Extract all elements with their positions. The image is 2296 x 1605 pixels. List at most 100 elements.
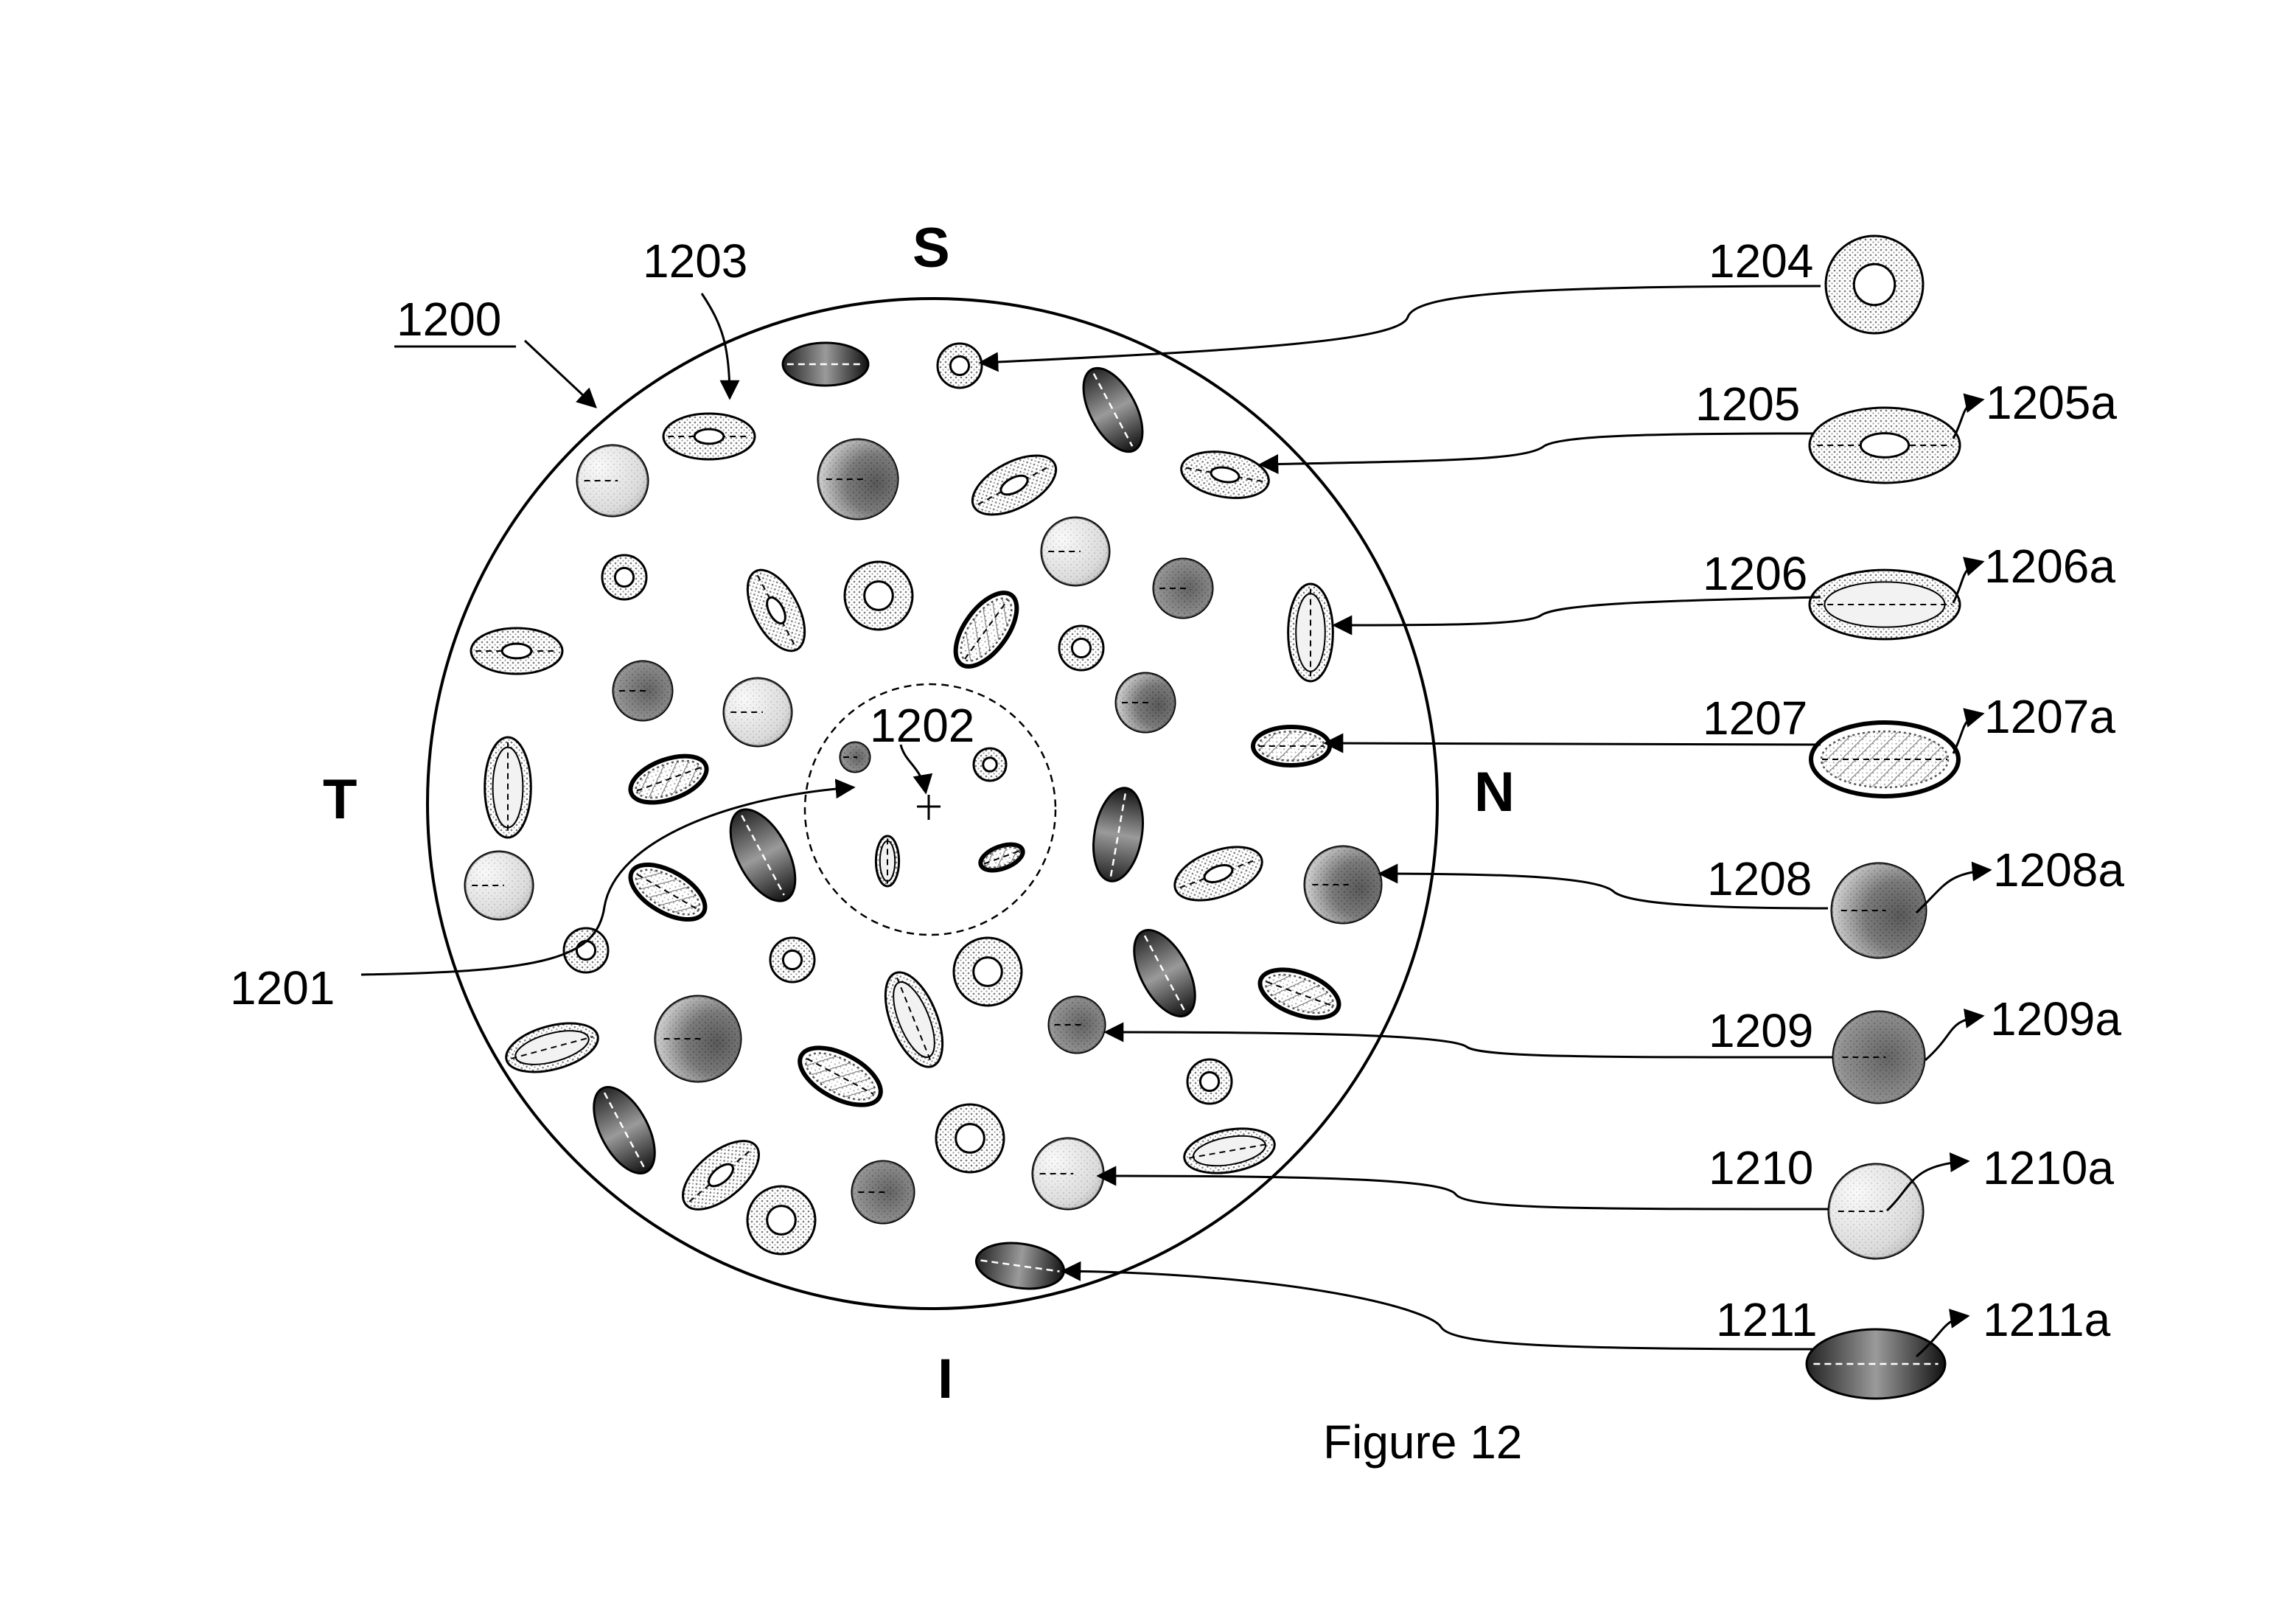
label-1204: 1204 bbox=[1709, 234, 1813, 288]
label-1208: 1208 bbox=[1707, 852, 1812, 905]
legend-symbol-1210 bbox=[1827, 1163, 1925, 1260]
leader-lines bbox=[978, 285, 1833, 1351]
center-cross-marker bbox=[917, 795, 941, 820]
symbol-hatch-13 bbox=[953, 591, 1019, 669]
symbol-eye-3 bbox=[662, 412, 756, 461]
callout-pointers bbox=[360, 293, 933, 976]
symbol-hatch-20 bbox=[1251, 725, 1332, 767]
leader-line-1207 bbox=[1323, 733, 1821, 753]
symbol-light-31 bbox=[464, 850, 534, 921]
arrow-1208a bbox=[1915, 861, 1992, 914]
legend-symbol-1208 bbox=[1830, 862, 1927, 959]
pointer-1202 bbox=[899, 744, 933, 795]
symbol-lens-21 bbox=[484, 736, 532, 839]
label-1210: 1210 bbox=[1709, 1141, 1813, 1194]
direction-nasal: N bbox=[1474, 761, 1515, 824]
symbol-mid-40 bbox=[1047, 995, 1106, 1054]
label-1209: 1209 bbox=[1709, 1004, 1813, 1057]
symbol-dark-19 bbox=[1114, 672, 1176, 734]
label-1211: 1211 bbox=[1716, 1293, 1818, 1346]
symbol-lens-48 bbox=[1183, 1127, 1276, 1174]
symbol-mid-17 bbox=[612, 660, 674, 722]
symbol-eye-47 bbox=[681, 1140, 761, 1211]
symbol-ring-50 bbox=[746, 1185, 817, 1256]
symbol-eye-6 bbox=[971, 454, 1058, 516]
symbol-ring-1 bbox=[936, 342, 983, 389]
leader-line-1204 bbox=[978, 285, 1821, 372]
pointer-1201 bbox=[360, 779, 856, 976]
pointer-1200 bbox=[523, 339, 597, 408]
leader-line-1209 bbox=[1103, 1022, 1833, 1059]
leader-line-1211 bbox=[1061, 1261, 1814, 1351]
symbol-ring-44 bbox=[935, 1103, 1005, 1174]
direction-temporal: T bbox=[323, 768, 357, 831]
label-1209a: 1209a bbox=[1990, 992, 2121, 1045]
label-1205: 1205 bbox=[1695, 377, 1800, 431]
label-1207: 1207 bbox=[1703, 692, 1807, 745]
symbol-lens-26 bbox=[874, 835, 901, 888]
symbol-eye-7 bbox=[1180, 450, 1270, 499]
direction-superior: S bbox=[913, 217, 950, 279]
symbol-ring-10 bbox=[843, 560, 914, 631]
symbol-light-46 bbox=[1031, 1137, 1105, 1211]
symbol-dark-39 bbox=[654, 995, 742, 1083]
symbol-oval-0 bbox=[781, 341, 870, 387]
symbol-light-18 bbox=[722, 677, 793, 748]
symbol-ring-35 bbox=[952, 936, 1023, 1007]
symbol-oval-25 bbox=[729, 808, 797, 902]
symbol-oval-36 bbox=[1133, 929, 1196, 1017]
label-1210a: 1210a bbox=[1983, 1141, 2114, 1194]
symbol-hatch-27 bbox=[978, 842, 1025, 873]
label-1206: 1206 bbox=[1703, 547, 1807, 600]
symbol-oval-2 bbox=[1082, 366, 1144, 453]
label-1208a: 1208a bbox=[1993, 843, 2124, 896]
legend-symbol-1209 bbox=[1832, 1010, 1926, 1104]
symbol-lens-41 bbox=[505, 1022, 599, 1073]
retina-region-circle bbox=[426, 297, 1439, 1310]
legend-symbol-1207 bbox=[1809, 720, 1961, 798]
leader-line-1208 bbox=[1378, 863, 1829, 910]
symbol-mid-49 bbox=[851, 1160, 915, 1225]
central-zone-dashed-circle bbox=[803, 683, 1057, 936]
label-1205a: 1205a bbox=[1986, 376, 2117, 429]
symbol-hatch-32 bbox=[628, 862, 708, 922]
legend-symbol-1206 bbox=[1808, 568, 1961, 641]
leader-line-1206 bbox=[1332, 596, 1821, 636]
arrow-1207a bbox=[1952, 708, 1985, 754]
symbol-dark-5 bbox=[817, 438, 899, 521]
label-1202: 1202 bbox=[870, 699, 974, 752]
figure-caption: Figure 12 bbox=[1323, 1416, 1522, 1469]
symbol-mid-11 bbox=[1152, 557, 1214, 619]
symbol-light-8 bbox=[1040, 516, 1111, 587]
arrow-1209a bbox=[1925, 1009, 1985, 1062]
symbol-eye-16 bbox=[470, 627, 564, 675]
symbol-lens-38 bbox=[884, 971, 944, 1068]
sub-label-arrows bbox=[1885, 393, 1992, 1358]
legend-symbol-1204 bbox=[1824, 234, 1925, 335]
symbol-oval-28 bbox=[1092, 787, 1144, 882]
symbol-lens-15 bbox=[1287, 582, 1334, 683]
arrow-1206a bbox=[1952, 557, 1985, 604]
legend-symbol-1211 bbox=[1805, 1328, 1947, 1400]
leader-line-1205 bbox=[1258, 432, 1814, 474]
label-1203: 1203 bbox=[643, 234, 747, 288]
symbol-hatch-37 bbox=[1257, 967, 1341, 1020]
label-1201: 1201 bbox=[230, 961, 335, 1014]
arrow-1205a bbox=[1952, 393, 1985, 439]
legend-symbol-1205 bbox=[1808, 406, 1961, 484]
arrow-1210a bbox=[1885, 1152, 1970, 1212]
symbol-eye-29 bbox=[1173, 846, 1263, 902]
symbol-hatch-42 bbox=[798, 1045, 883, 1107]
symbol-ring-24 bbox=[972, 747, 1008, 782]
symbol-light-4 bbox=[576, 444, 649, 518]
direction-inferior: I bbox=[938, 1348, 953, 1410]
circle-inner-shapes bbox=[464, 341, 1383, 1290]
label-1207a: 1207a bbox=[1984, 690, 2115, 743]
symbol-eye-12 bbox=[746, 568, 806, 652]
pointer-1203 bbox=[700, 293, 740, 400]
legend-shapes bbox=[1805, 234, 1961, 1400]
leader-line-1210 bbox=[1096, 1166, 1829, 1211]
symbol-ring-14 bbox=[1058, 624, 1105, 672]
arrow-1211a bbox=[1916, 1309, 1970, 1358]
